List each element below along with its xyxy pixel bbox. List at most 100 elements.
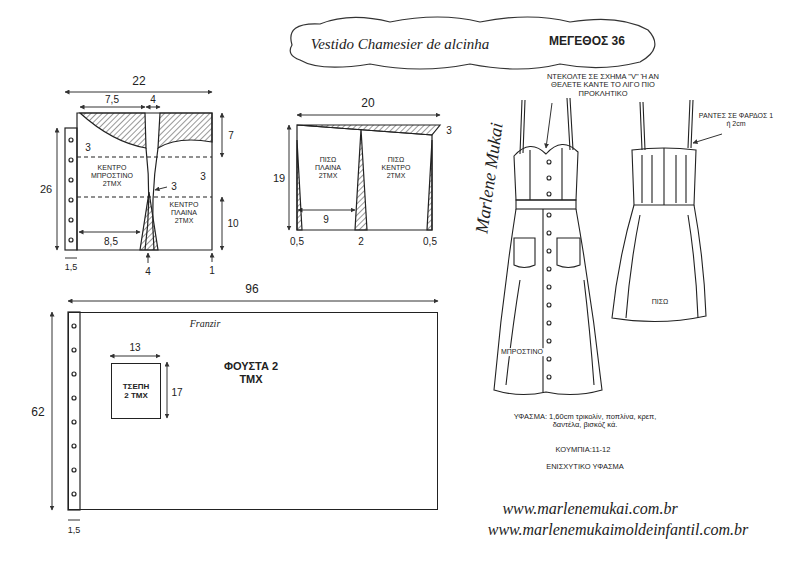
drawing-part [626, 215, 698, 318]
piece-label: ΠΙΣΩ ΚΕΝΤΡΟ 2ΤΜΧ [378, 156, 414, 180]
drawing-part [547, 339, 551, 343]
dimension-label: 3 [445, 125, 453, 136]
dimension-label: 26 [39, 183, 53, 195]
drawing-part [79, 232, 140, 233]
drawing-part [289, 125, 290, 230]
dimension-label: 13 [128, 342, 141, 353]
dimension-label: 22 [131, 75, 146, 88]
drawing-part [547, 249, 551, 253]
piece-label: ΚΕΝΤΡΟ ΠΛΑΙΝΑ 2ΤΜΧ [166, 201, 202, 225]
drawing-part [57, 128, 58, 250]
drawing-part [69, 238, 73, 242]
drawing-part [110, 356, 160, 357]
drawing-part [52, 312, 53, 510]
dimension-label: 2 [357, 236, 365, 247]
dimension-label: ΜΠΡΟΣΤΙΝΟ [500, 348, 544, 356]
piece-label: ΦΟΥΣΤΑ 2 ΤΜΧ [223, 360, 279, 385]
drawing-part [547, 321, 551, 325]
drawing-part [557, 238, 580, 268]
drawing-part [297, 115, 440, 116]
dimension-label: 9 [322, 214, 330, 225]
dimension-label: Franzir [189, 318, 222, 329]
drawing-part [547, 375, 551, 379]
drawing-part [72, 420, 76, 424]
dimension-label: 19 [272, 172, 286, 184]
drawing-part [298, 210, 355, 211]
dimension-label: 1,5 [64, 263, 79, 273]
drawing-part [69, 198, 73, 202]
drawing-part [222, 197, 223, 250]
drawing-part [547, 176, 551, 180]
drawing-part [547, 160, 551, 164]
drawing-part [69, 138, 73, 142]
drawing-part [642, 155, 686, 203]
drawing-part [612, 205, 706, 322]
drawing-part [547, 231, 551, 235]
dimension-label: 0,5 [422, 236, 438, 247]
drawing-part [153, 148, 158, 250]
drawing-part [145, 148, 149, 250]
dimension-label: 7 [227, 130, 235, 141]
dimension-label: ΜΕΓΕΘΟΣ 36 [548, 35, 626, 48]
drawing-part [158, 113, 212, 148]
back-dress-sketch [612, 100, 706, 322]
dimension-label: 3 [84, 142, 92, 153]
drawing-part [514, 144, 578, 200]
skirt-placket [68, 312, 80, 510]
drawing-part [69, 178, 73, 182]
dimension-label: 1 [208, 265, 216, 276]
dimension-label: 7,5 [104, 94, 120, 105]
piece-label: ΚΕΝΤΡΟ ΜΠΡΟΣΤΙΝΟ 2ΤΜΧ [88, 164, 136, 188]
sheet-note: ΥΦΑΣΜΑ: 1,60cm τρικολίν, ποπλίνα, κρεπ, … [507, 413, 664, 430]
dimension-label: 96 [244, 283, 259, 296]
dimension-label: ΕΝΙΣΧΥΤΙΚΟ ΥΦΑΣΜΑ [545, 463, 625, 471]
drawing-part [290, 17, 655, 69]
drawing-part [663, 148, 664, 205]
drawing-part [77, 196, 212, 197]
drawing-part [65, 128, 77, 250]
dimension-label: 1,5 [67, 526, 82, 536]
drawing-part [222, 113, 223, 157]
drawing-part [514, 238, 535, 268]
dimension-label: ΚΟΥΜΠΙΑ:11-12 [555, 446, 612, 454]
drawing-part [547, 267, 551, 271]
drawing-part [72, 348, 76, 352]
drawing-part [520, 98, 573, 154]
dimension-label: 10 [226, 218, 239, 229]
dimension-label: 3 [170, 181, 178, 192]
sheet-note: ΡΑΝΤΕΣ ΣΕ ΦΑΡΔΟΣ 1 ή 2cm [695, 112, 777, 127]
dimension-label: 20 [360, 97, 375, 110]
drawing-part [355, 129, 367, 230]
pattern-piece: ΚΕΝΤΡΟ ΜΠΡΟΣΤΙΝΟ 2ΤΜΧ [86, 162, 138, 190]
back-bodice-pattern [297, 125, 440, 230]
drawing-part [148, 253, 149, 263]
pattern-piece: ΚΕΝΤΡΟ ΠΛΑΙΝΑ 2ΤΜΧ [164, 199, 204, 227]
dimension-lines [52, 92, 722, 520]
front-bodice-pattern [65, 113, 212, 250]
drawing-part [640, 100, 693, 150]
dimension-label: 4 [144, 266, 152, 277]
dimension-label: 3 [199, 171, 207, 182]
dimension-label: 0,5 [289, 236, 305, 247]
drawing-part [77, 156, 212, 157]
drawing-part [72, 444, 76, 448]
front-dress-sketch [494, 98, 602, 395]
drawing-part [427, 140, 432, 230]
pattern-piece: ΠΙΣΩ ΠΛΑΙΝΑ 2ΤΜΧ [308, 154, 348, 182]
dimension-label: ΠΙΣΩ [651, 298, 670, 306]
drawing-part [72, 372, 76, 376]
drawing-part [72, 396, 76, 400]
drawing-part [547, 213, 551, 217]
drawing-part [494, 209, 602, 395]
drawing-part [68, 520, 80, 521]
sheet-note: ΝΤΕΚΟΛΤΕ ΣΕ ΣΧΗΜΑ "V" Ή ΑΝ ΘΕΛΕΤΕ ΚΑΝΤΕ … [538, 73, 668, 98]
website-note: Marlene Mukai [472, 120, 507, 235]
drawing-part [68, 312, 80, 510]
drawing-part [72, 468, 76, 472]
drawing-part [72, 324, 76, 328]
drawing-part [506, 280, 594, 385]
drawing-part [530, 148, 562, 200]
drawing-part [297, 140, 302, 230]
dimension-label: 17 [170, 387, 183, 398]
